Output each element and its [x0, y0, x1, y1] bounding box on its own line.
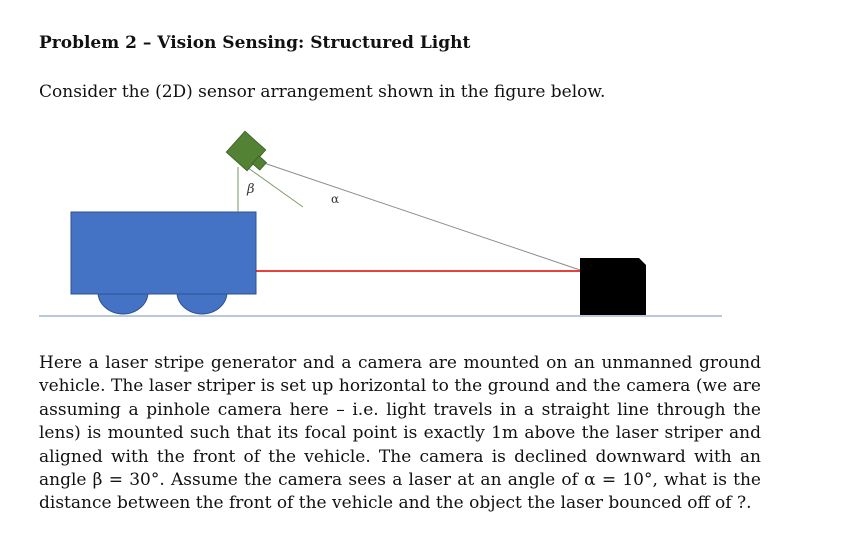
camera [225, 130, 268, 172]
problem-intro: Consider the (2D) sensor arrangement sho… [39, 82, 606, 102]
problem-statement-text: Here a laser stripe generator and a came… [39, 353, 761, 514]
problem-statement: Here a laser stripe generator and a came… [39, 352, 761, 516]
problem-title: Problem 2 – Vision Sensing: Structured L… [39, 33, 471, 53]
beta-label: β [246, 182, 255, 197]
camera-axis [243, 164, 304, 208]
target-object [580, 258, 646, 315]
alpha-label: α [331, 192, 339, 206]
line-of-sight [254, 159, 581, 271]
vehicle-body [70, 211, 257, 295]
